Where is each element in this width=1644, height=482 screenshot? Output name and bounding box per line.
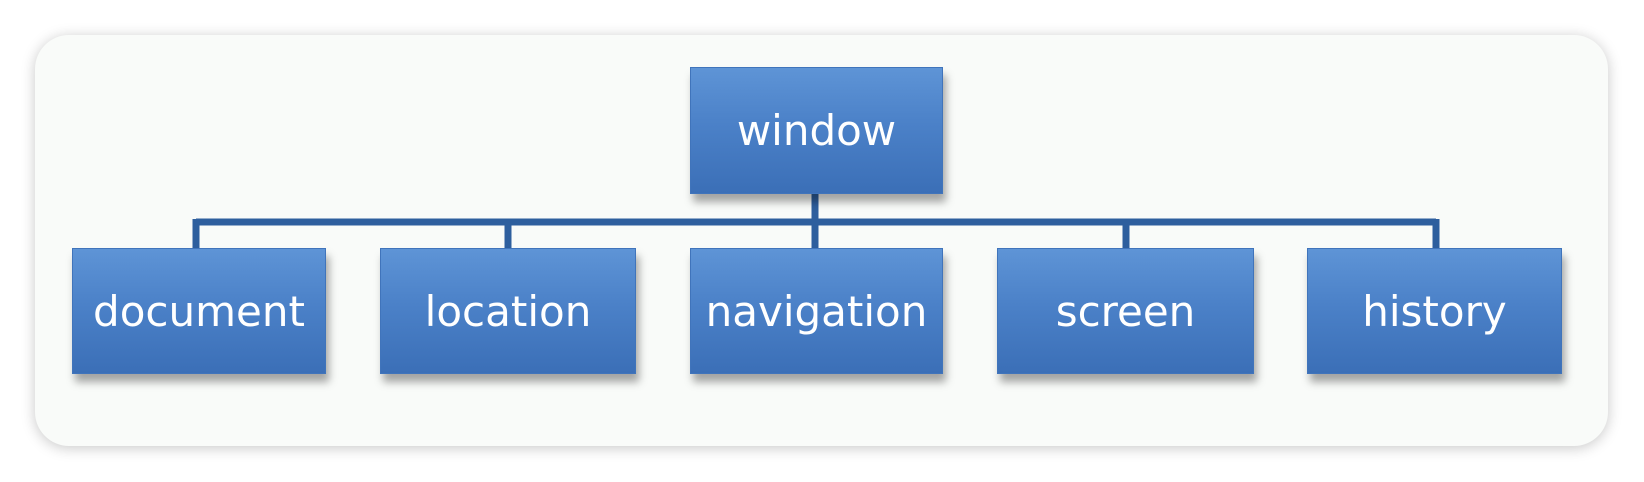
node-history: history	[1307, 248, 1562, 374]
node-navigation: navigation	[690, 248, 943, 374]
node-location: location	[380, 248, 636, 374]
node-screen: screen	[997, 248, 1254, 374]
node-window: window	[690, 67, 943, 194]
node-document: document	[72, 248, 326, 374]
